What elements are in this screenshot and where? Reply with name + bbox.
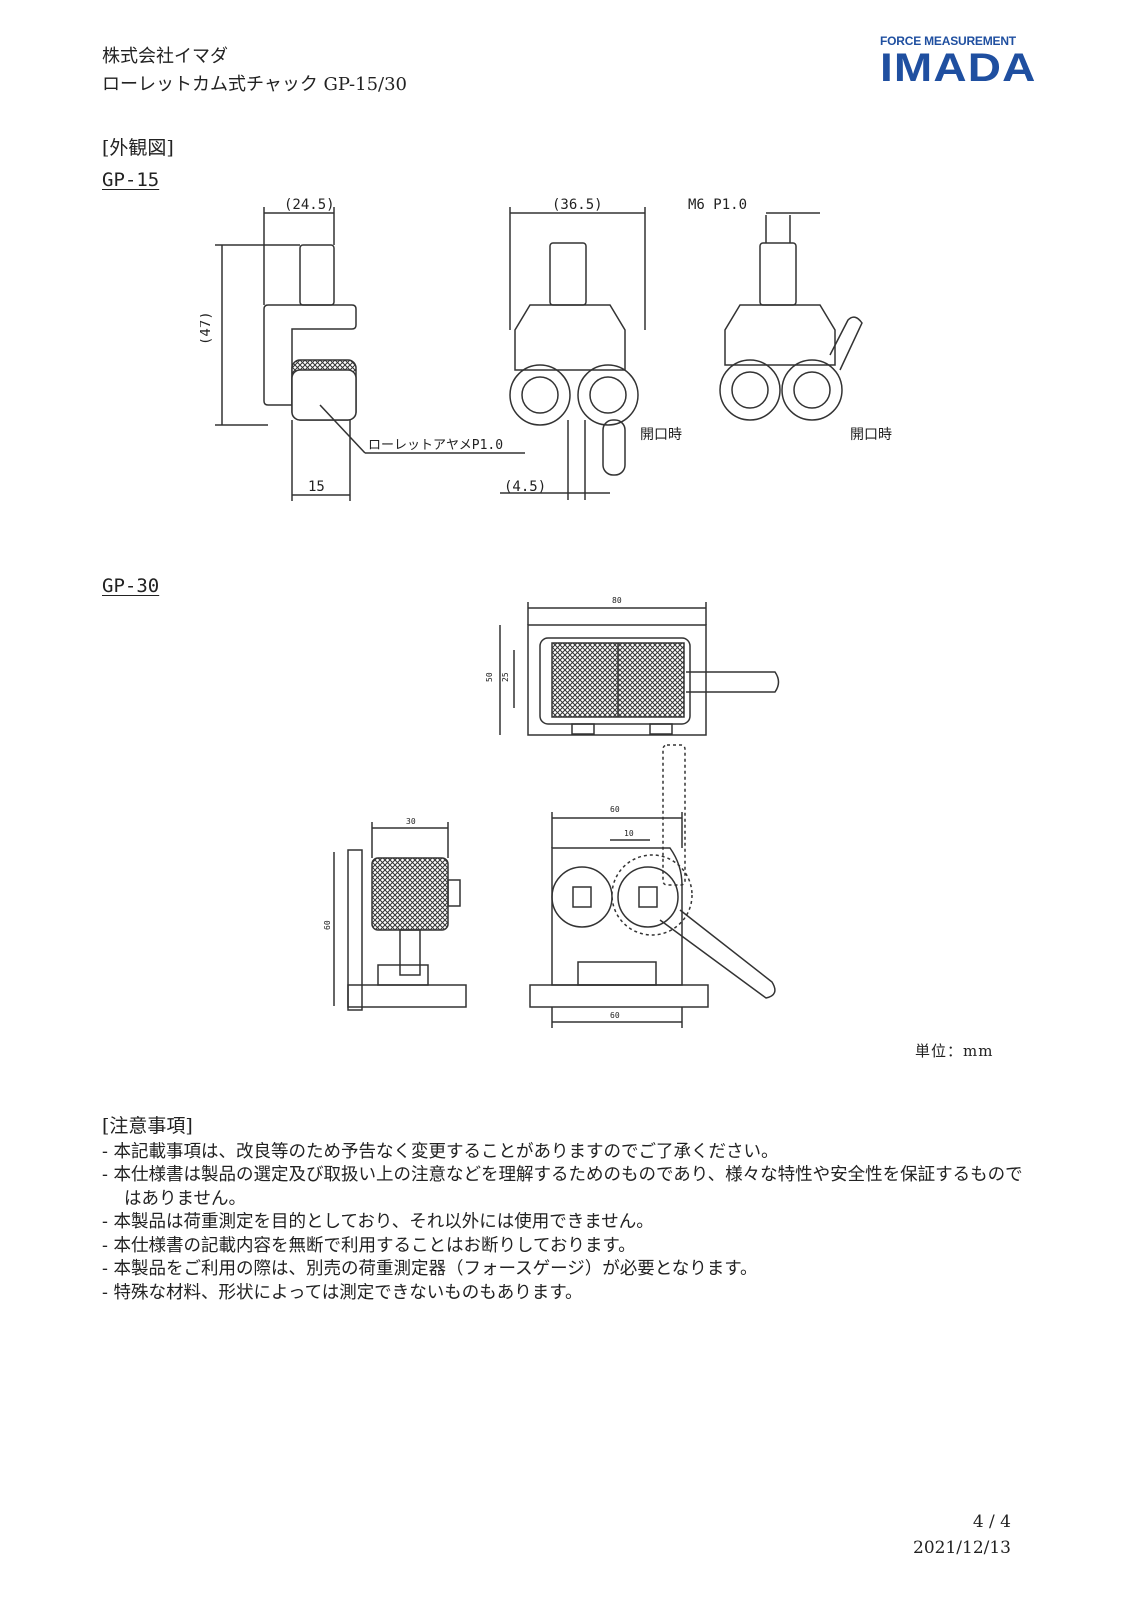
gp15-open-shaft (759, 242, 797, 306)
page-number: 4 / 4 (972, 1512, 1011, 1532)
note-item: - 本仕様書は製品の選定及び取扱い上の注意などを理解するためのものであり、様々な… (102, 1165, 1023, 1209)
note-item: - 本記載事項は、改良等のため予告なく変更することがありますのでご了承ください。 (102, 1141, 779, 1162)
gp15-open-roller-right (781, 359, 843, 421)
gp30-top-lever (686, 671, 780, 693)
gp15-open-roller-left (719, 359, 781, 421)
document-date: 2021/12/13 (913, 1538, 1011, 1558)
gp15-open-body (724, 304, 836, 366)
exterior-section-title: [外観図] (102, 137, 174, 159)
logo-tagline: FORCE MEASUREMENT (880, 34, 1016, 48)
gp15-drawing: (24.5) (47) 15 ローレットアヤメP1.0 (36.5) M6 P1… (200, 195, 940, 525)
gp15-open-label-1: 開口時 (640, 427, 682, 443)
gp15-open-lever (829, 316, 863, 371)
gp30-dim-top-inner: 25 (501, 672, 510, 682)
gp30-dim-top-height: 50 (485, 672, 494, 682)
gp15-knurl-note: ローレットアヤメP1.0 (368, 438, 503, 453)
gp30-model-label: GP-30 (102, 575, 160, 597)
gp30-front-lever (659, 909, 776, 999)
gp15-dim-width: (24.5) (284, 197, 335, 213)
gp15-side-shaft (299, 244, 335, 306)
gp30-dim-base-width: 60 (610, 1011, 620, 1020)
gp15-front-roller-right (577, 364, 639, 426)
gp15-front-roller-left (509, 364, 571, 426)
gp15-dim-front-width: (36.5) (552, 197, 603, 213)
note-item: - 本仕様書の記載内容を無断で利用することはお断りしております。 (102, 1235, 636, 1256)
gp30-front-base (529, 984, 709, 1008)
gp15-front-body (514, 304, 626, 371)
gp15-model-label: GP-15 (102, 169, 160, 191)
gp30-dim-front-width: 60 (610, 805, 620, 814)
gp15-front-lever (602, 419, 626, 476)
gp30-top-frame (527, 624, 707, 736)
gp30-side-plate (347, 849, 363, 1011)
gp30-dim-front-gap: 10 (624, 829, 634, 838)
gp15-dim-height: (47) (200, 311, 214, 345)
note-item: - 本製品をご利用の際は、別売の荷重測定器（フォースゲージ）が必要となります。 (102, 1259, 758, 1279)
document-title: ローレットカム式チャック GP-15/30 (102, 74, 408, 95)
gp30-dim-top-width: 80 (612, 596, 622, 605)
imada-logo: FORCE MEASUREMENT IMADA (880, 34, 1035, 88)
notes-section: [注意事項] - 本記載事項は、改良等のため予告なく変更することがありますのでご… (102, 1115, 1039, 1305)
logo-name: IMADA (880, 46, 1037, 90)
gp15-side-body (263, 304, 357, 406)
gp30-side-base (347, 984, 467, 1008)
unit-label: 単位：mm (915, 1042, 994, 1060)
gp30-side-knurl (371, 857, 449, 931)
gp30-drawing: 80 50 25 30 60 60 10 60 (320, 590, 800, 1030)
gp15-front-shaft (549, 242, 587, 306)
gp30-dim-side-height: 60 (323, 920, 332, 930)
note-item: - 特殊な材料、形状によっては測定できないものもあります。 (102, 1282, 583, 1303)
gp15-dim-thread: M6 P1.0 (688, 197, 747, 213)
notes-title: [注意事項] (102, 1115, 193, 1137)
note-item: - 本製品は荷重測定を目的としており、それ以外には使用できません。 (102, 1212, 654, 1232)
gp15-dim-depth: 15 (308, 479, 325, 495)
gp15-open-label-2: 開口時 (850, 427, 892, 443)
gp30-front-roller-left (551, 866, 613, 928)
company-name: 株式会社イマダ (102, 46, 228, 67)
gp30-dim-side-width: 30 (406, 817, 416, 826)
gp30-front-roller-right (617, 866, 679, 928)
gp15-dim-lever-offset: (4.5) (504, 479, 546, 495)
